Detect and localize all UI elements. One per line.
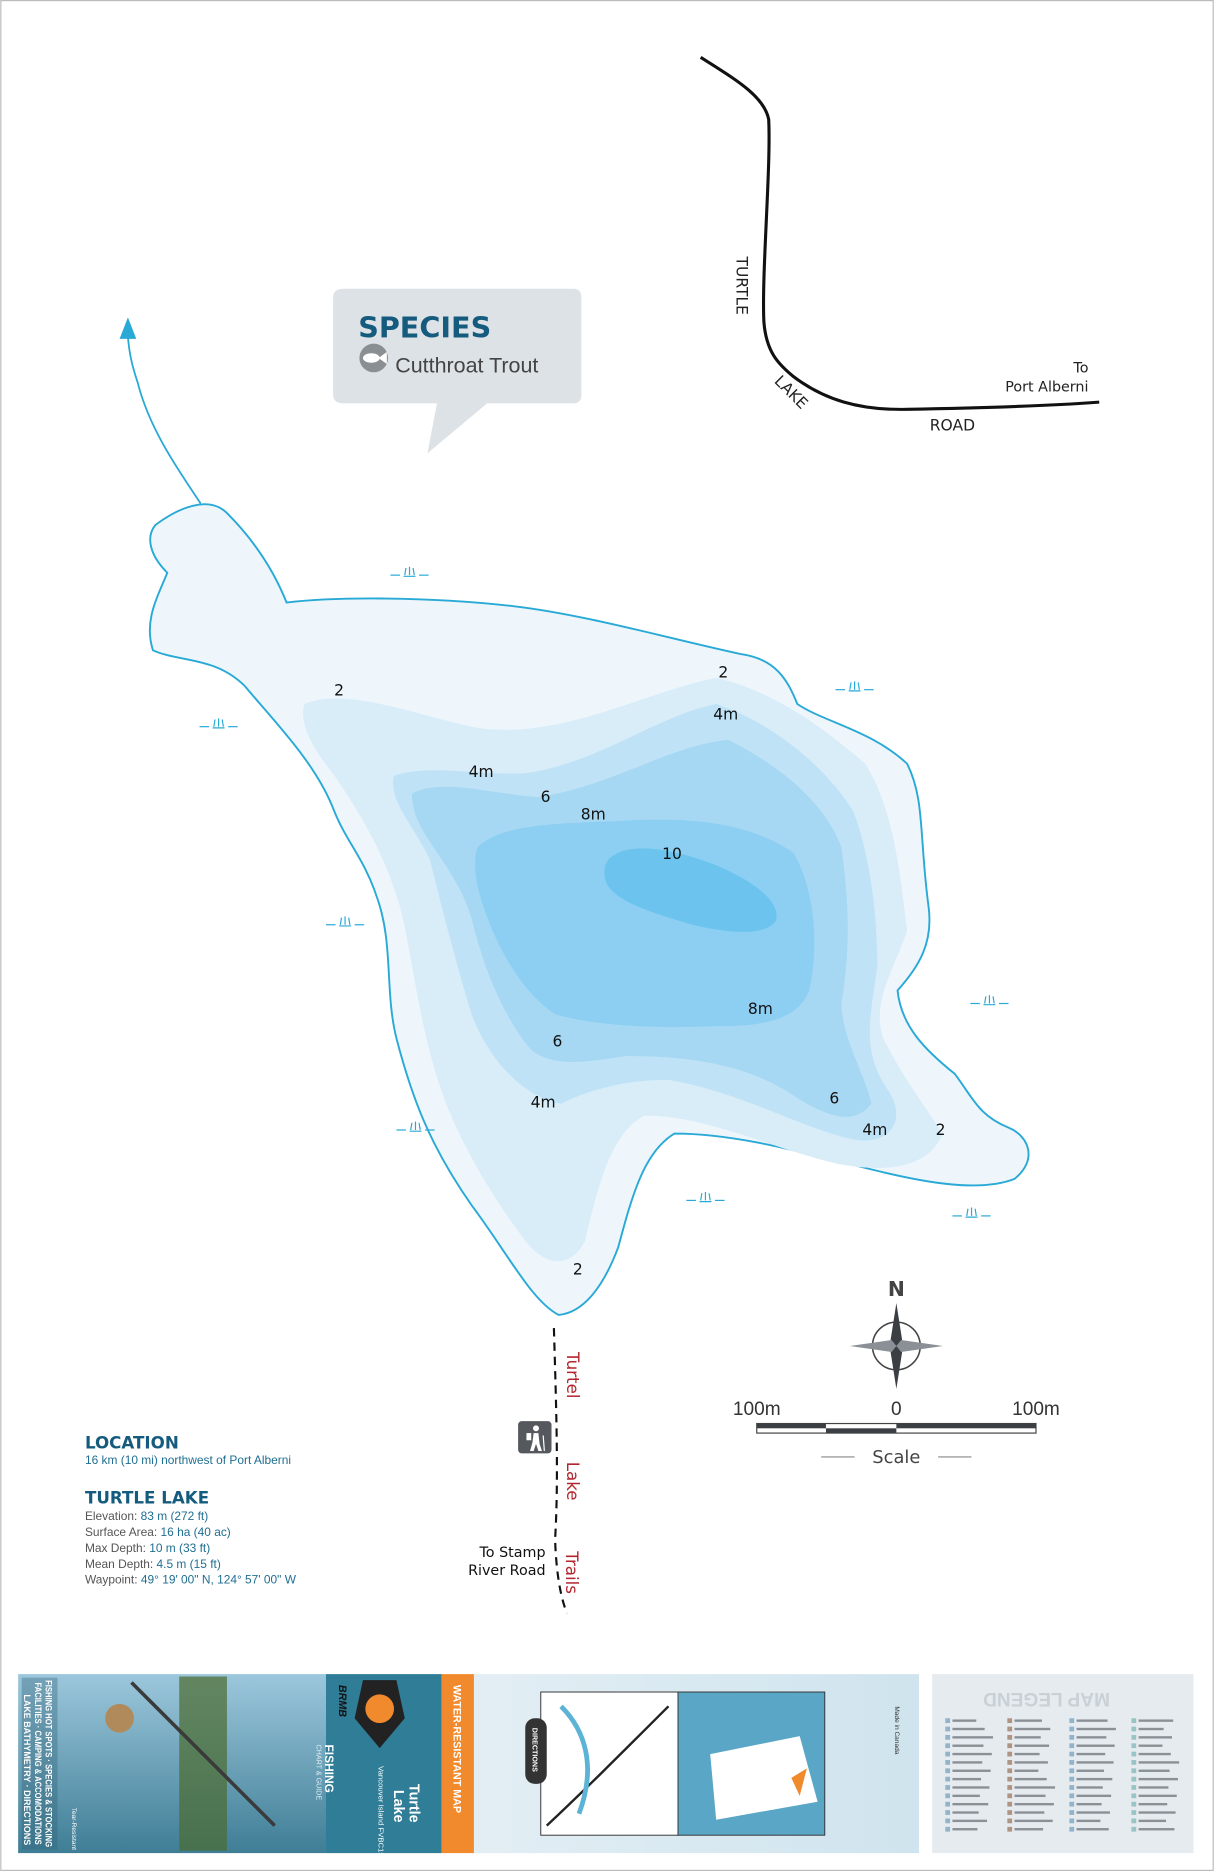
species-item: Cutthroat Trout xyxy=(395,353,538,377)
port-alberni-label: Port Alberni xyxy=(1005,379,1088,395)
trail-label-2: Lake xyxy=(563,1462,583,1501)
lake-fact-value: 10 m (33 ft) xyxy=(149,1541,210,1555)
lake-fact-label: Max Depth: xyxy=(85,1541,149,1555)
cover-map-legend: MAP LEGEND xyxy=(983,1688,1110,1709)
depth-label: 4m xyxy=(713,706,738,724)
stream-arrow-icon xyxy=(119,317,137,339)
map-cover-preview: FISHING HOT SPOTS · SPECIES & STOCKING F… xyxy=(18,1674,1194,1862)
cover-photo-panel xyxy=(18,1674,326,1854)
marsh-symbols xyxy=(199,566,1009,1218)
cover-region: Vancouver Island FVBC154 xyxy=(376,1766,385,1862)
depth-label: 2 xyxy=(334,682,344,700)
cover-tagline-2: FACILITIES · CAMPING & ACCOMODATIONS xyxy=(33,1682,43,1844)
marsh-icon xyxy=(199,718,238,729)
scale-right: 100m xyxy=(1012,1399,1060,1420)
lake-fact-label: Elevation: xyxy=(85,1509,141,1523)
depth-label: 2 xyxy=(718,664,728,682)
lake-fact: Max Depth: 10 m (33 ft) xyxy=(85,1541,210,1555)
lake-fact-label: Mean Depth: xyxy=(85,1557,157,1571)
lake-fact: Surface Area: 16 ha (40 ac) xyxy=(85,1525,231,1539)
cover-tear: Tear-Resistant xyxy=(70,1808,77,1850)
lake-fact: Waypoint: 49° 19' 00" N, 124° 57' 00" W xyxy=(85,1573,297,1587)
cover-tagline-3: LAKE BATHYMETRY · DIRECTIONS xyxy=(22,1694,32,1845)
trail-label-1: Turtel xyxy=(563,1351,583,1399)
road-label-turtle: TURTLE xyxy=(732,256,750,315)
species-callout: SPECIES Cutthroat Trout xyxy=(333,288,582,454)
depth-label: 4m xyxy=(531,1093,556,1111)
location-text: 16 km (10 mi) northwest of Port Alberni xyxy=(85,1453,291,1467)
cover-made-in-canada: Made in Canada xyxy=(893,1706,900,1754)
contour-10m xyxy=(604,848,777,932)
depth-label: 10 xyxy=(662,845,682,863)
river-road-label: River Road xyxy=(468,1563,545,1579)
cover-water-resistant: WATER-RESISTANT MAP xyxy=(451,1685,463,1813)
cover-name-1: Turtle xyxy=(406,1784,422,1823)
marsh-icon xyxy=(970,995,1009,1006)
depth-label: 8m xyxy=(748,1000,773,1018)
scale-bar: 100m 0 100m Scale xyxy=(733,1399,1060,1468)
depth-label: 2 xyxy=(573,1260,583,1278)
marsh-icon xyxy=(390,566,429,577)
road-label-road: ROAD xyxy=(930,417,975,435)
cover-brand: BRMB xyxy=(336,1685,348,1717)
species-title: SPECIES xyxy=(358,311,491,345)
fish-icon xyxy=(359,343,389,373)
marsh-icon xyxy=(686,1192,725,1203)
cover-orange-band xyxy=(441,1674,474,1854)
marsh-icon xyxy=(835,681,874,692)
depth-label: 2 xyxy=(936,1121,946,1139)
lake-fact-value: 49° 19' 00" N, 124° 57' 00" W xyxy=(141,1573,297,1587)
lake-info: LOCATION 16 km (10 mi) northwest of Port… xyxy=(85,1433,297,1587)
scale-left: 100m xyxy=(733,1399,781,1420)
depth-label: 6 xyxy=(553,1032,563,1050)
cover-name-2: Lake xyxy=(390,1790,406,1823)
depth-label: 8m xyxy=(581,806,606,824)
marsh-icon xyxy=(952,1207,991,1218)
cover-chart-guide: CHART & GUIDE xyxy=(314,1745,322,1801)
cover-tagline-1: FISHING HOT SPOTS · SPECIES & STOCKING xyxy=(44,1680,54,1847)
cover-directions: DIRECTIONS xyxy=(530,1728,538,1772)
turtle-lake-road xyxy=(699,55,1100,411)
to-stamp-label: To Stamp xyxy=(479,1545,546,1561)
lake-fact-label: Waypoint: xyxy=(85,1573,141,1587)
cover-fishing: FISHING xyxy=(322,1745,336,1793)
lake-fact: Elevation: 83 m (272 ft) xyxy=(85,1509,208,1523)
compass-rose-icon: N xyxy=(849,1277,943,1389)
to-label: To xyxy=(1072,360,1088,376)
marsh-icon xyxy=(396,1121,435,1132)
depth-label: 6 xyxy=(829,1090,839,1108)
inlet-stream xyxy=(127,336,202,505)
lake-fact-label: Surface Area: xyxy=(85,1525,161,1539)
depth-label: 6 xyxy=(541,788,551,806)
scale-center: 0 xyxy=(891,1399,902,1420)
depth-label: 4m xyxy=(862,1121,887,1139)
lake-title: TURTLE LAKE xyxy=(85,1487,209,1507)
lake-fact-value: 4.5 m (15 ft) xyxy=(157,1557,221,1571)
location-title: LOCATION xyxy=(85,1433,179,1453)
north-label: N xyxy=(888,1277,905,1301)
depth-labels: 2 2 4m 4m 6 8m 10 8m 6 4m 6 4m 2 2 xyxy=(334,664,945,1279)
depth-label: 4m xyxy=(469,763,494,781)
lake-bathymetry xyxy=(148,503,1030,1316)
lake-fact-value: 83 m (272 ft) xyxy=(141,1509,209,1523)
lake-fact-value: 16 ha (40 ac) xyxy=(161,1525,231,1539)
scale-label: Scale xyxy=(872,1447,920,1468)
lake-fact: Mean Depth: 4.5 m (15 ft) xyxy=(85,1557,221,1571)
hiker-icon xyxy=(518,1421,552,1454)
marsh-icon xyxy=(325,916,365,927)
trail-label-3: Trails xyxy=(562,1550,582,1594)
trail-path xyxy=(552,1328,569,1614)
